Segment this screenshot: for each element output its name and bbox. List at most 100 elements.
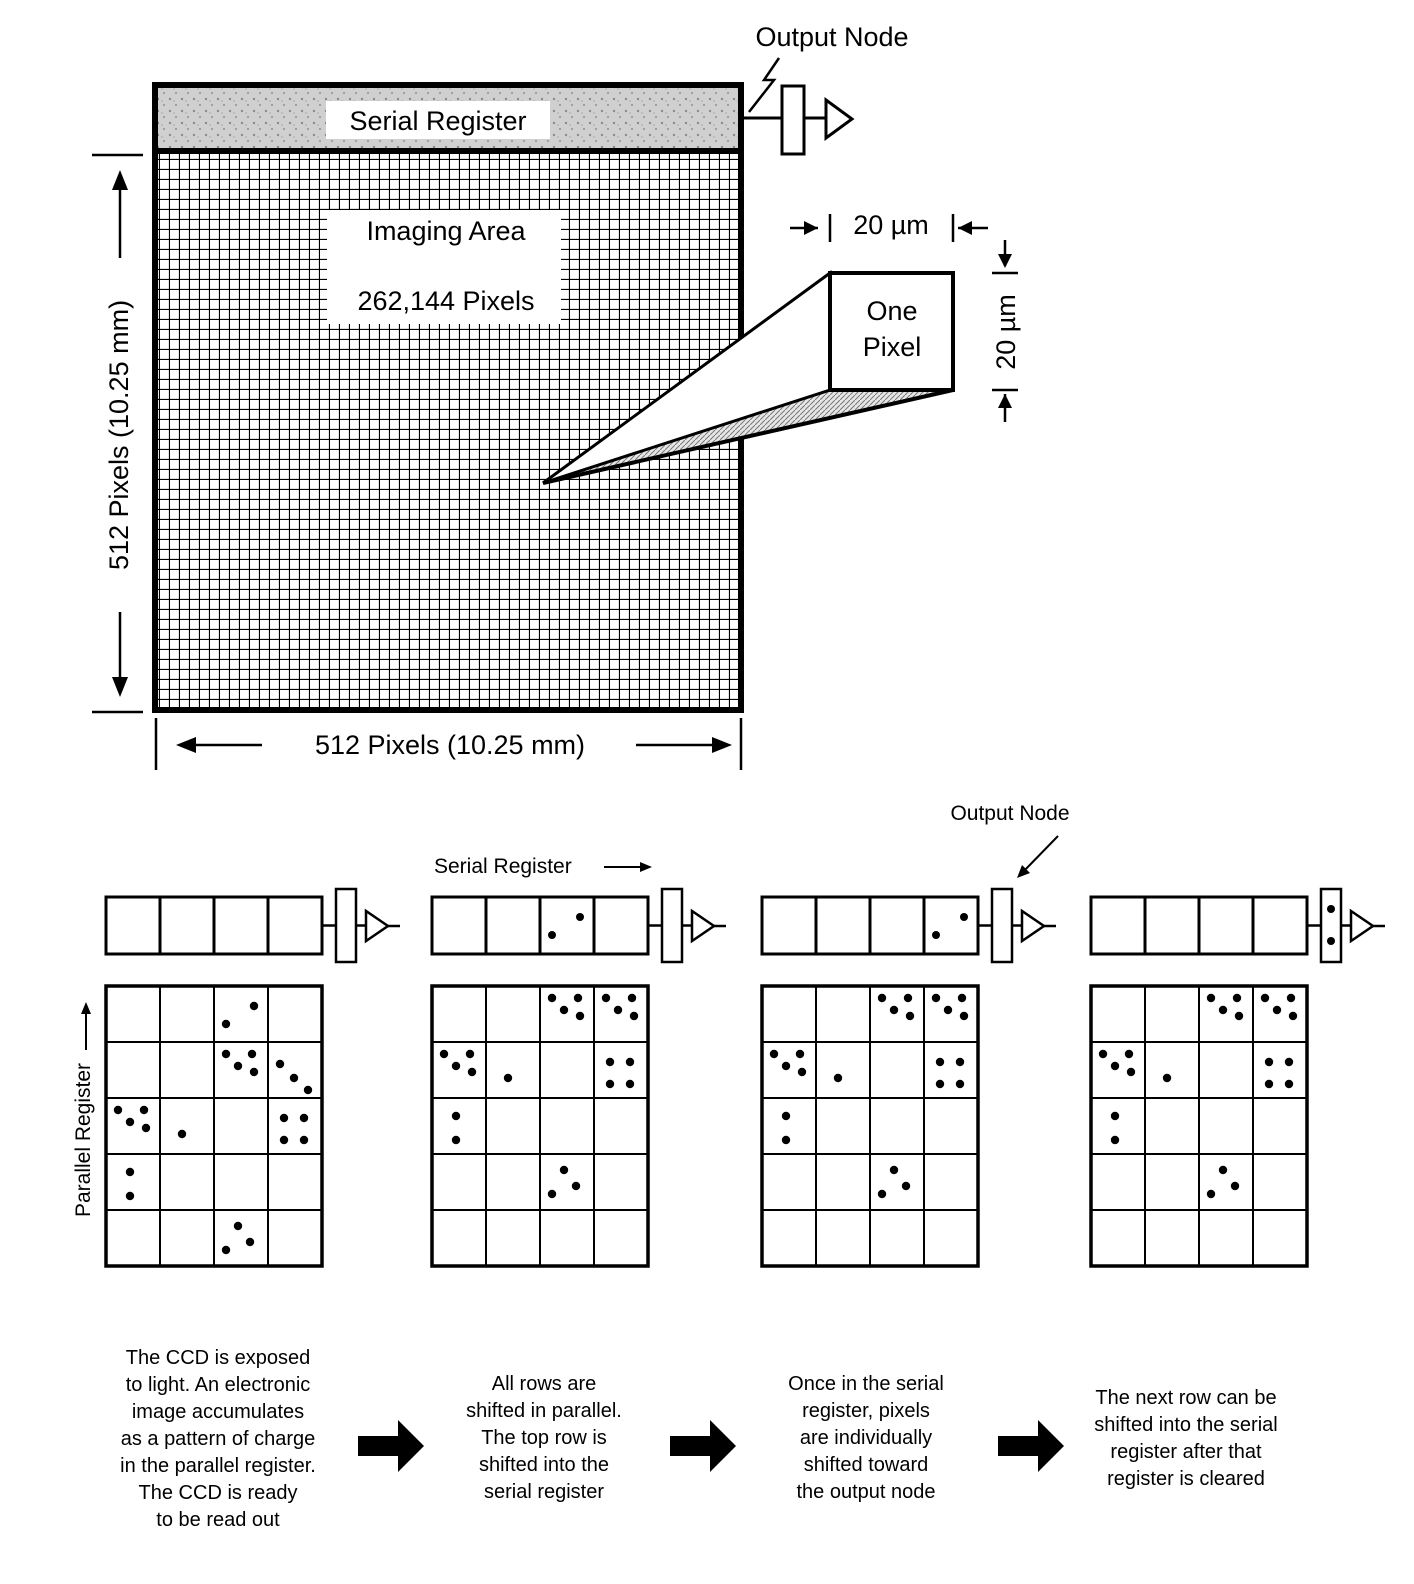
charge-dot bbox=[1218, 1165, 1228, 1175]
serial-register-label: Serial Register bbox=[349, 106, 526, 136]
charge-dot bbox=[943, 1005, 953, 1015]
output-node-label-bottom: Output Node bbox=[950, 802, 1069, 825]
charge-dot bbox=[559, 1165, 569, 1175]
charge-dot bbox=[303, 1085, 313, 1095]
serial-register-cell bbox=[538, 895, 596, 956]
charge-dot bbox=[249, 1067, 259, 1077]
caption-line: the output node bbox=[796, 1481, 935, 1503]
charge-dot bbox=[1206, 993, 1216, 1003]
charge-dot bbox=[279, 1113, 289, 1123]
charge-dot bbox=[247, 1049, 257, 1059]
caption-line: to be read out bbox=[156, 1509, 280, 1531]
caption-line: Once in the serial bbox=[788, 1373, 944, 1395]
caption-line: The top row is bbox=[481, 1427, 607, 1449]
charge-dot bbox=[299, 1113, 309, 1123]
caption-line: serial register bbox=[484, 1481, 604, 1503]
output-node-gate bbox=[990, 887, 1014, 964]
readout-panels bbox=[104, 887, 1385, 1268]
charge-dot bbox=[959, 1011, 969, 1021]
charge-dot bbox=[1110, 1111, 1120, 1121]
charge-dot bbox=[245, 1237, 255, 1247]
charge-dot bbox=[177, 1129, 187, 1139]
charge-dot bbox=[439, 1049, 449, 1059]
charge-dot bbox=[1124, 1049, 1134, 1059]
pixel-width-dimension: 20 µm bbox=[790, 210, 988, 242]
serial-register-cell bbox=[266, 895, 324, 956]
charge-dot bbox=[629, 1011, 639, 1021]
charge-dot bbox=[781, 1135, 791, 1145]
amplifier-icon bbox=[1349, 908, 1376, 944]
serial-register-cell bbox=[922, 895, 980, 956]
charge-dot bbox=[221, 1019, 231, 1029]
pixel-count-label: 262,144 Pixels bbox=[357, 286, 534, 316]
readout-panel-3 bbox=[760, 887, 1056, 1268]
charge-dot bbox=[955, 1079, 965, 1089]
charge-dot bbox=[299, 1135, 309, 1145]
charge-dot bbox=[613, 1005, 623, 1015]
charge-dot bbox=[548, 931, 556, 939]
charge-dot bbox=[576, 913, 584, 921]
charge-dot bbox=[931, 993, 941, 1003]
charge-dot bbox=[571, 1181, 581, 1191]
charge-dot bbox=[1218, 1005, 1228, 1015]
charge-dot bbox=[889, 1165, 899, 1175]
serial-register-cell bbox=[868, 895, 926, 956]
charge-dot bbox=[1327, 905, 1335, 913]
output-node-label-top: Output Node bbox=[755, 22, 908, 52]
serial-register-cell bbox=[1143, 895, 1201, 956]
caption-line: shifted toward bbox=[804, 1454, 929, 1476]
step-arrows bbox=[358, 1420, 1064, 1472]
charge-dot bbox=[1284, 1057, 1294, 1067]
charge-dot bbox=[1162, 1073, 1172, 1083]
charge-dot bbox=[1230, 1181, 1240, 1191]
serial-register-cell bbox=[814, 895, 872, 956]
caption-line: to light. An electronic bbox=[126, 1374, 311, 1396]
ccd-chip: Serial Register Imaging Area 262,144 Pix… bbox=[152, 82, 744, 713]
charge-dot bbox=[1232, 993, 1242, 1003]
amplifier-icon bbox=[690, 908, 717, 944]
charge-dot bbox=[957, 993, 967, 1003]
parallel-register-label: Parallel Register bbox=[72, 1063, 95, 1217]
amplifier-icon bbox=[1020, 908, 1047, 944]
charge-dot bbox=[905, 1011, 915, 1021]
charge-dot bbox=[221, 1049, 231, 1059]
charge-dot bbox=[1264, 1057, 1274, 1067]
charge-dot bbox=[451, 1135, 461, 1145]
charge-dot bbox=[275, 1059, 285, 1069]
serial-register-cell bbox=[212, 895, 270, 956]
charge-dot bbox=[559, 1005, 569, 1015]
one-pixel-label-line1: One bbox=[866, 296, 917, 326]
output-amplifier-gate bbox=[780, 84, 806, 156]
serial-register-row bbox=[104, 895, 324, 956]
charge-dot bbox=[125, 1167, 135, 1177]
charge-dot bbox=[795, 1049, 805, 1059]
output-node-gate bbox=[334, 887, 358, 964]
charge-dot bbox=[1110, 1061, 1120, 1071]
charge-dot bbox=[233, 1221, 243, 1231]
charge-dot bbox=[1288, 1011, 1298, 1021]
amplifier-icon bbox=[364, 908, 391, 944]
serial-register-row bbox=[1089, 895, 1309, 956]
charge-dot bbox=[627, 993, 637, 1003]
charge-dot bbox=[125, 1191, 135, 1201]
charge-dot bbox=[901, 1181, 911, 1191]
charge-dot bbox=[769, 1049, 779, 1059]
charge-dot bbox=[781, 1061, 791, 1071]
readout-panel-2 bbox=[430, 887, 726, 1268]
charge-dot bbox=[451, 1111, 461, 1121]
charge-dot bbox=[1206, 1189, 1216, 1199]
charge-dot bbox=[249, 1001, 259, 1011]
charge-dot bbox=[903, 993, 913, 1003]
pixel-width-label: 20 µm bbox=[853, 210, 929, 240]
caption-line: in the parallel register. bbox=[120, 1455, 316, 1477]
charge-dot bbox=[601, 993, 611, 1003]
caption-line: as a pattern of charge bbox=[121, 1428, 316, 1450]
charge-dot bbox=[503, 1073, 513, 1083]
charge-dot bbox=[139, 1105, 149, 1115]
vertical-dimension-label: 512 Pixels (10.25 mm) bbox=[104, 300, 134, 570]
caption-line: The CCD is exposed bbox=[126, 1347, 311, 1369]
charge-dot bbox=[1098, 1049, 1108, 1059]
horizontal-dimension-label: 512 Pixels (10.25 mm) bbox=[315, 730, 585, 760]
vertical-dimension: 512 Pixels (10.25 mm) bbox=[92, 153, 143, 714]
charge-dot bbox=[877, 1189, 887, 1199]
